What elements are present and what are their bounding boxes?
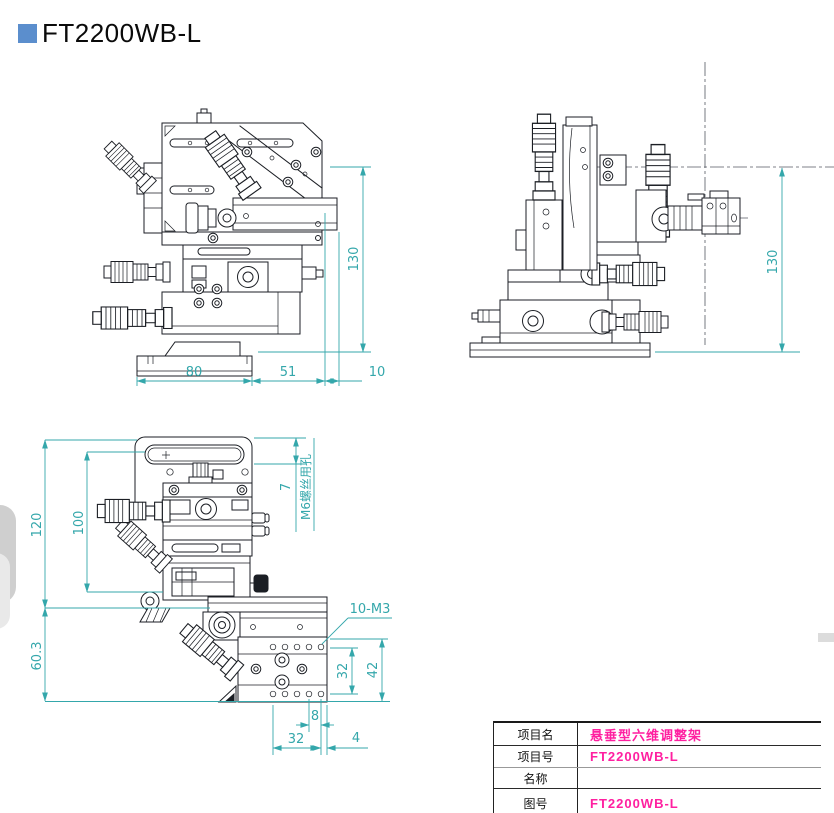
table-row: 项目名 悬垂型六维调整架 xyxy=(494,721,821,745)
page-title: FT2200WB-L xyxy=(42,18,202,48)
dim-front-10: 10 xyxy=(369,365,386,380)
brand-square-icon xyxy=(18,24,37,43)
watermark-fragment xyxy=(0,553,10,629)
dim-bf-100: 100 xyxy=(72,511,87,536)
dim-side-130: 130 xyxy=(766,250,781,275)
dim-front-51: 51 xyxy=(280,365,297,380)
row-label: 图号 xyxy=(494,789,578,813)
watermark-fragment xyxy=(818,633,834,642)
note-10-m3: 10-M3 xyxy=(350,602,391,617)
row-label: 项目号 xyxy=(494,746,578,767)
dim-bf-4: 4 xyxy=(352,731,360,746)
title-block-table: 项目名 悬垂型六维调整架 项目号 FT2200WB-L 名称 图号 FT2200… xyxy=(493,721,821,813)
dim-bf-32v: 32 xyxy=(336,663,351,680)
row-value: 悬垂型六维调整架 xyxy=(590,727,703,743)
dim-bf-7: 7 xyxy=(279,483,294,491)
dim-bf-42: 42 xyxy=(366,662,381,679)
row-label: 名称 xyxy=(494,768,578,788)
row-label: 项目名 xyxy=(494,723,578,745)
dim-bf-32b: 32 xyxy=(288,732,305,747)
row-value: FT2200WB-L xyxy=(590,749,679,764)
view-side-drawing: 130 xyxy=(469,62,834,358)
dim-front-130: 130 xyxy=(347,247,362,272)
page-header: FT2200WB-L xyxy=(18,18,202,49)
table-row: 项目号 FT2200WB-L xyxy=(494,745,821,767)
note-m6-holes: M6螺丝用孔 xyxy=(299,454,313,520)
dim-bf-120: 120 xyxy=(30,513,45,538)
view-bottom-front-drawing: 120 100 60.3 7 M6螺丝用孔 10-M3 32 42 xyxy=(30,436,392,755)
dim-front-80: 80 xyxy=(186,365,203,380)
table-row: 名称 xyxy=(494,767,821,788)
dim-bf-60-3: 60.3 xyxy=(30,642,45,671)
row-value: FT2200WB-L xyxy=(590,796,679,811)
row-value xyxy=(578,768,821,788)
view-front-drawing: 80 51 10 130 xyxy=(92,108,386,386)
table-row: 图号 FT2200WB-L xyxy=(494,788,821,813)
dim-bf-8: 8 xyxy=(311,709,319,724)
